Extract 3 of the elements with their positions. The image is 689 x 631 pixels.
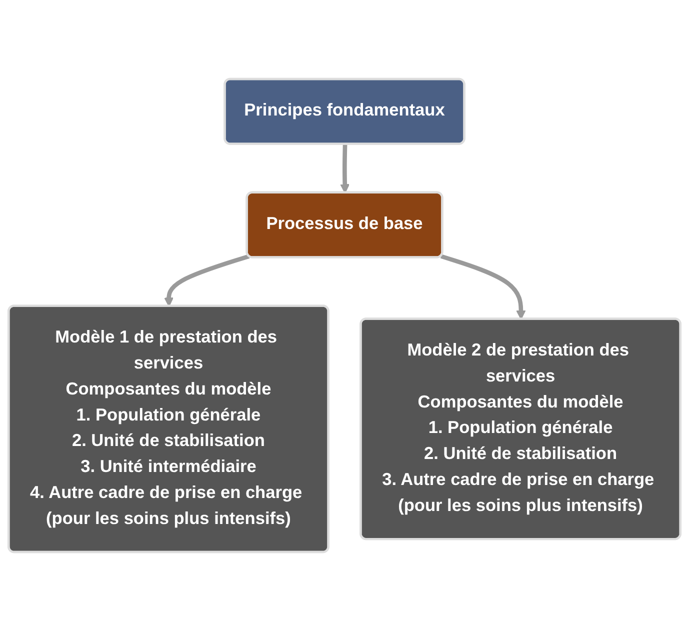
arrow — [164, 254, 250, 307]
arrow — [440, 254, 526, 320]
arrow — [340, 144, 350, 194]
